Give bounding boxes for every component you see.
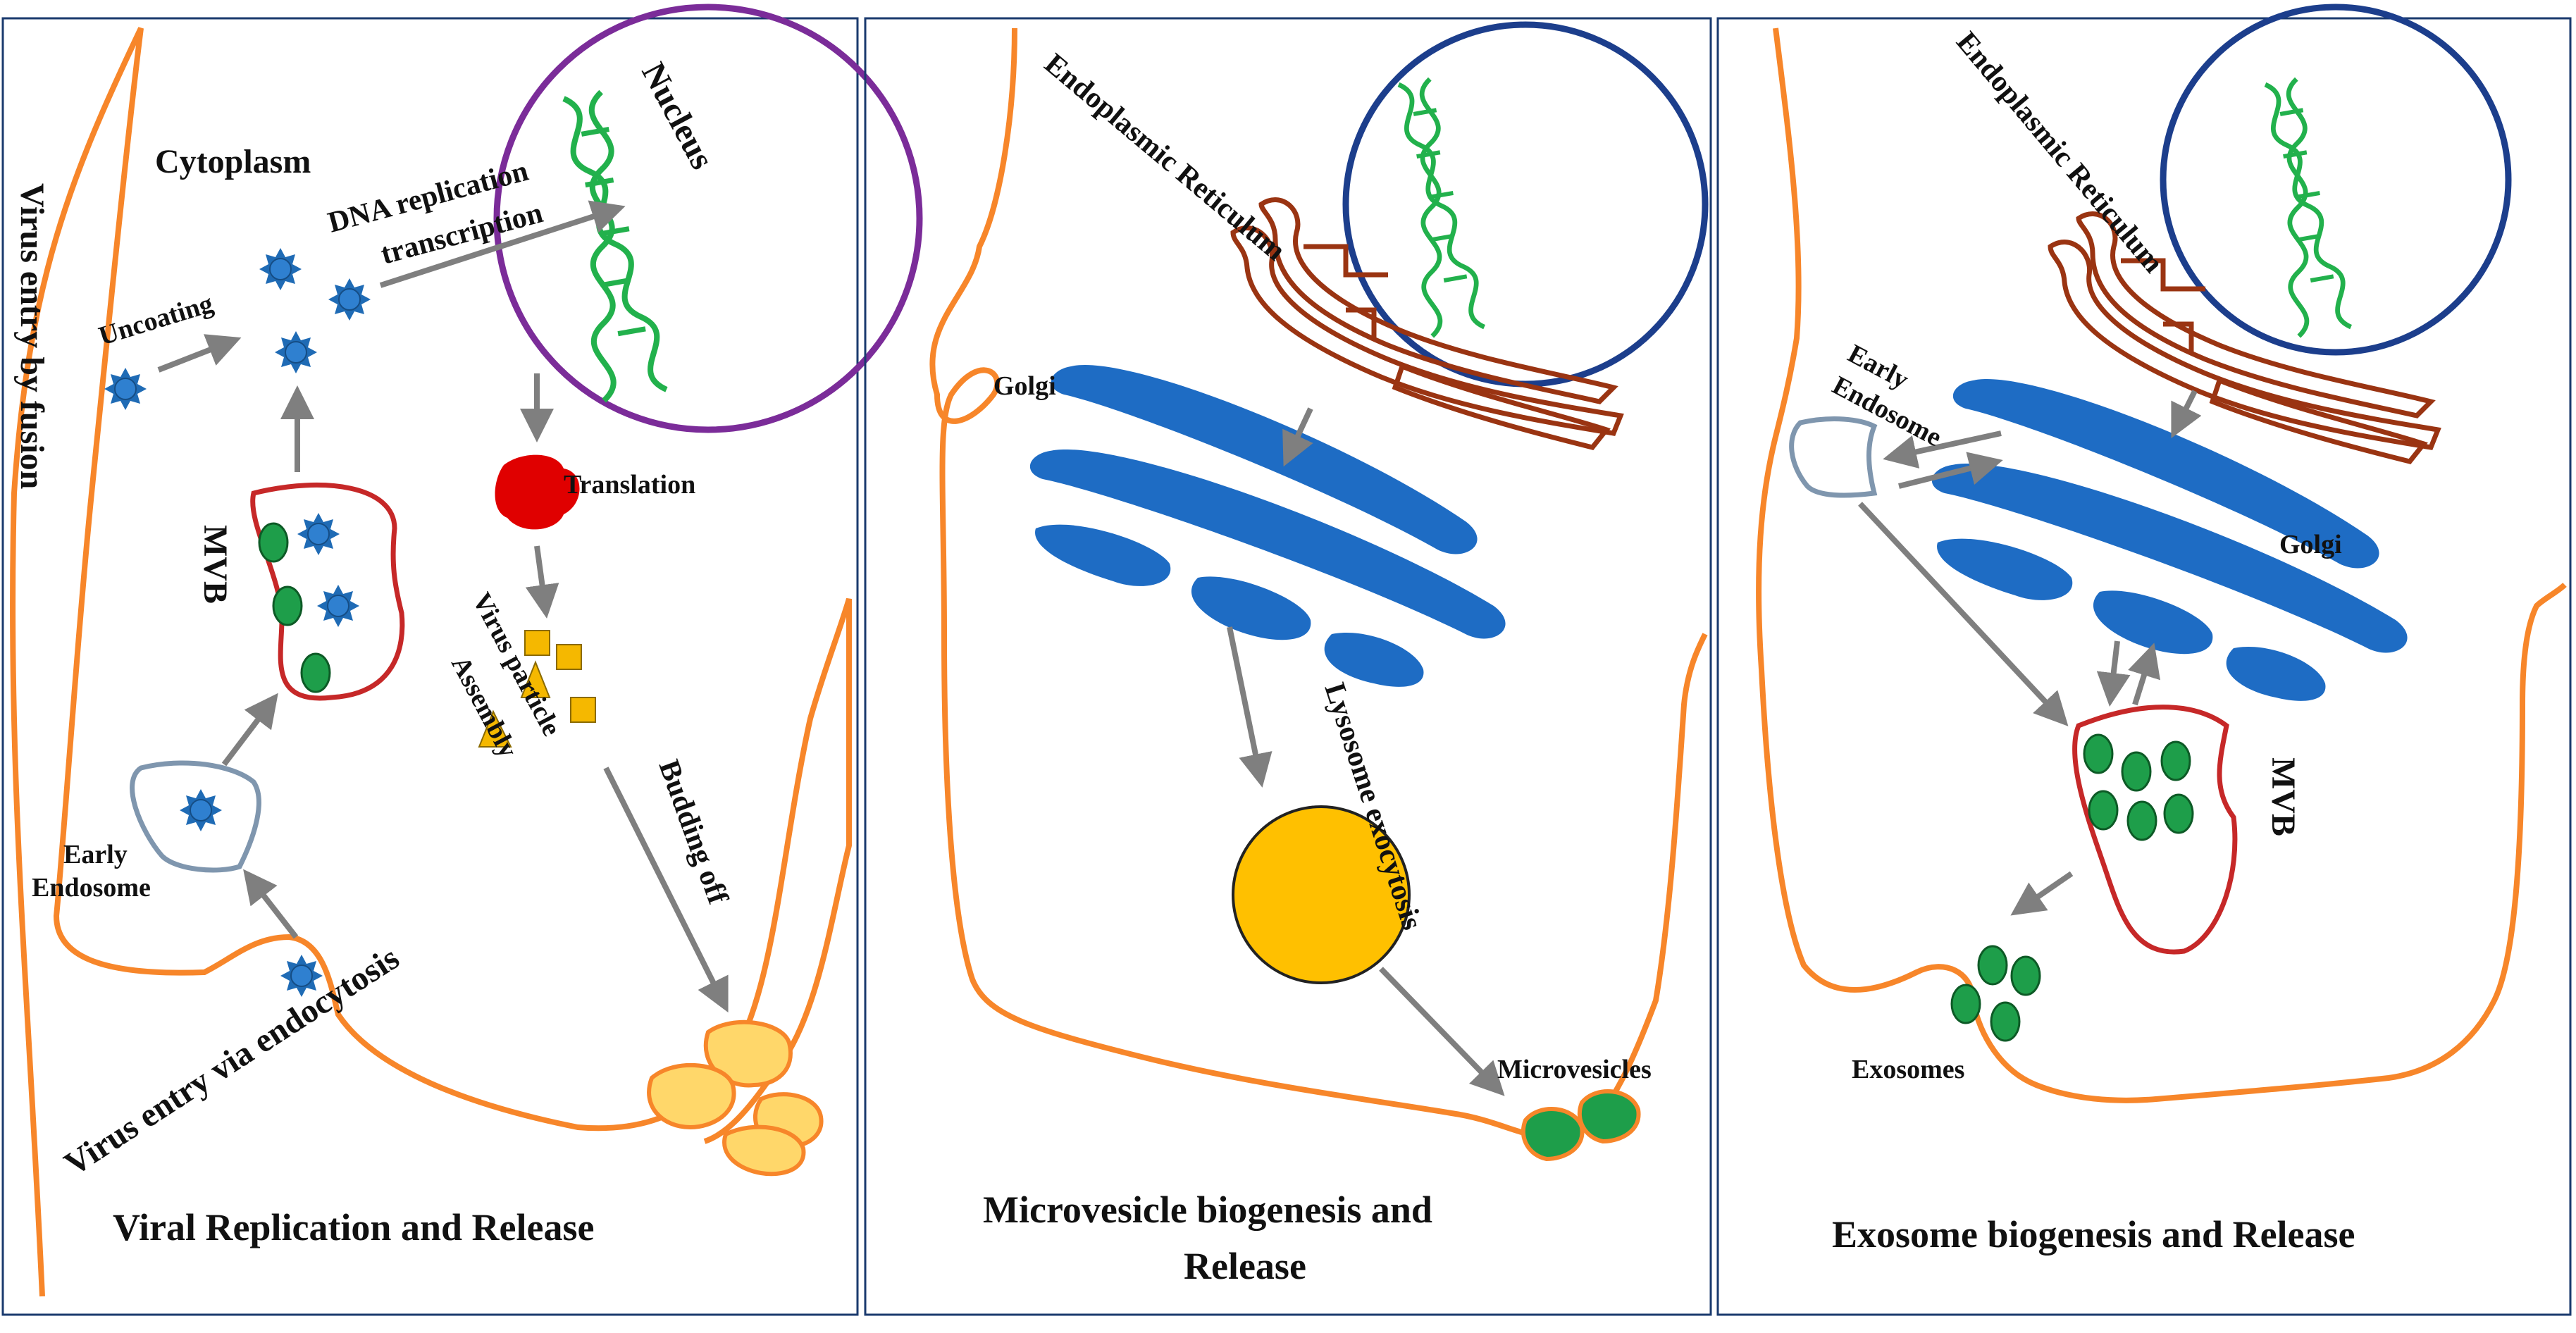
- mvb: [2072, 705, 2238, 955]
- assembly-triangle: [520, 660, 551, 698]
- vesicle: [2083, 733, 2114, 774]
- panel-exosome: Endoplasmic Reticulum Early Endosome Gol…: [1716, 4, 2572, 1316]
- dna-helix: [2255, 78, 2351, 337]
- vesicle: [300, 652, 331, 693]
- budded-virion: [722, 1124, 806, 1177]
- budded-virion: [647, 1062, 736, 1130]
- arrow-er-golgi: [2171, 390, 2202, 439]
- vesicle: [2088, 790, 2119, 831]
- arrow-lysosome-microvesicles: [1379, 967, 1505, 1096]
- arrow-uncoating: [157, 334, 242, 373]
- exosome: [2010, 955, 2041, 996]
- microvesicle: [1577, 1089, 1641, 1144]
- arrow-budding: [603, 767, 729, 1013]
- golgi-stack: [1029, 364, 1506, 687]
- arrow-golgi-endosome: [1883, 430, 2002, 469]
- label-translation: Translation: [564, 470, 695, 500]
- virus-particle: [316, 584, 360, 628]
- vesicle: [2160, 740, 2191, 781]
- label-golgi: Golgi: [993, 371, 1056, 401]
- vesicle: [2126, 800, 2157, 841]
- arrow-to-nucleus: [379, 200, 626, 288]
- arrow-mvb-exosomes: [2010, 871, 2074, 916]
- virus-particle: [104, 367, 147, 411]
- virus-particle: [259, 247, 302, 291]
- label-mvb: MVB: [2265, 757, 2302, 836]
- label-exosomes: Exosomes: [1852, 1055, 1964, 1084]
- panel-border: [864, 17, 1712, 1316]
- assembly-square: [524, 630, 550, 656]
- dna-helix: [1388, 78, 1484, 337]
- cell-membrane: [929, 27, 1708, 1139]
- label-mvb: MVB: [197, 525, 234, 604]
- arrow-endosome-mvb: [221, 693, 278, 767]
- dna-helix: [551, 89, 667, 400]
- virus-particle: [328, 278, 371, 321]
- arrow-mvb-golgi: [2128, 643, 2160, 706]
- cell-membrane: [10, 27, 852, 1297]
- arrow-golgi-lysosome: [1227, 626, 1272, 788]
- exosome: [1990, 1001, 2021, 1042]
- early-endosome: [130, 760, 261, 873]
- caption-panel-2-line2: Release: [1184, 1245, 1306, 1287]
- caption-panel-2-line1: Microvesicle biogenesis and: [983, 1189, 1432, 1231]
- label-microvesicles: Microvesicles: [1497, 1055, 1652, 1084]
- caption-panel-3: Exosome biogenesis and Release: [1832, 1213, 2355, 1256]
- arrow-endosome-golgi: [1898, 452, 2003, 489]
- label-nucleus: Nucleus: [634, 56, 721, 175]
- label-endosome: Endosome: [32, 873, 151, 903]
- arrow-translation-assembly: [525, 545, 559, 619]
- label-er: Endoplasmic Reticulum: [1039, 47, 1292, 267]
- vesicle: [272, 585, 303, 626]
- label-cytoplasm: Cytoplasm: [155, 143, 311, 180]
- arrow-entry-endosome: [243, 869, 299, 939]
- virus-particle: [179, 788, 223, 832]
- nucleus: [2160, 4, 2512, 356]
- vesicle: [2121, 751, 2152, 792]
- caption-panel-1: Viral Replication and Release: [113, 1206, 594, 1248]
- virus-particle: [274, 330, 318, 374]
- vesicle: [2163, 793, 2194, 834]
- nucleus: [493, 4, 923, 433]
- assembly-square: [556, 644, 582, 670]
- label-virus-entry-endocytosis: Virus entry via endocytosis: [58, 939, 406, 1183]
- arrow-er-golgi: [1282, 407, 1313, 467]
- exosome: [1950, 984, 1981, 1024]
- arrow-endosome-mvb: [1858, 502, 2069, 726]
- panel-microvesicle: Endoplasmic Reticulum Golgi Lysosome exo…: [864, 17, 1712, 1316]
- vesicle: [258, 522, 289, 563]
- panel-border: [1716, 17, 2572, 1316]
- virus-particle: [297, 512, 340, 556]
- assembly-square: [570, 697, 596, 723]
- arrow-golgi-mvb: [2096, 640, 2131, 707]
- lysosome: [1232, 805, 1411, 984]
- panel-border: [1, 17, 859, 1316]
- label-virus-entry-fusion: Virus entry by fusion: [13, 183, 51, 489]
- panel-viral-replication: Cytoplasm Nucleus DNA replication transc…: [1, 4, 923, 1316]
- label-golgi: Golgi: [2279, 530, 2342, 559]
- early-endosome: [1789, 416, 1878, 498]
- exosome: [1977, 945, 2008, 986]
- translation-ribosome: [495, 454, 580, 530]
- assembly-triangle: [478, 709, 512, 748]
- label-early: Early: [63, 840, 128, 869]
- microvesicle: [1521, 1107, 1585, 1162]
